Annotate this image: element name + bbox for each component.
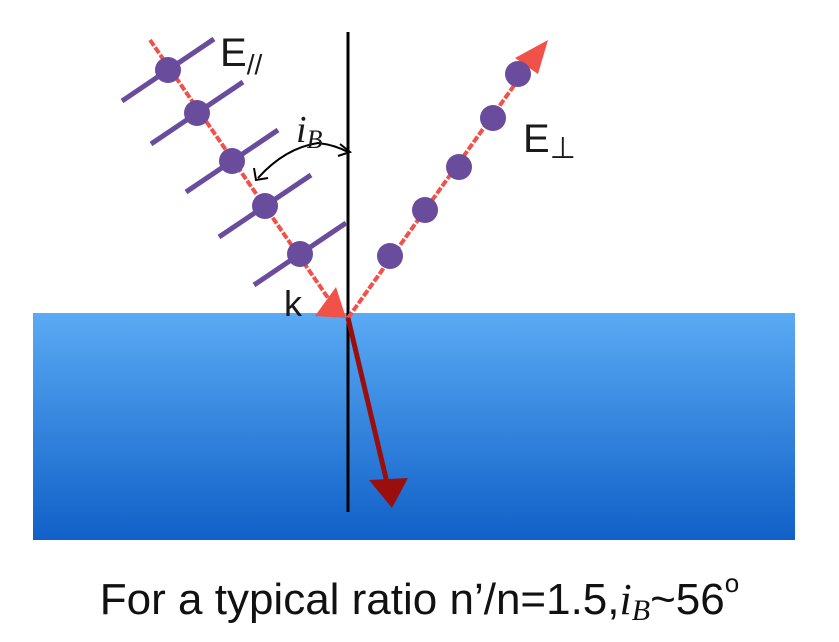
caption-value: ~56 (650, 575, 725, 624)
incident-arrowhead (315, 287, 346, 318)
angle-label: iB (296, 109, 323, 154)
reflected-arrowhead (515, 40, 548, 74)
caption-symbol: i (619, 575, 632, 624)
caption: For a typical ratio n’/n=1.5,iB~56o (0, 568, 839, 628)
reflected-dots (377, 61, 531, 269)
refracted-arrowhead (369, 478, 408, 508)
caption-text: For a typical ratio n’/n=1.5, (99, 575, 620, 624)
e-parallel-label: E// (220, 31, 262, 80)
angle-arc (253, 141, 353, 182)
angle-arc-arrowhead-left (253, 167, 269, 182)
polarization-dot (184, 100, 210, 126)
polarization-dot (252, 193, 278, 219)
polarization-dot (155, 57, 181, 83)
angle-arc-arrowhead-right (337, 143, 353, 157)
wave-vector-label: k (284, 283, 303, 324)
polarization-dot (287, 241, 313, 267)
water-medium (33, 313, 795, 540)
polarization-dot (480, 105, 506, 131)
refracted-ray (345, 317, 408, 508)
reflected-ray (346, 40, 548, 320)
e-perp-label: E⊥ (523, 117, 576, 165)
incident-dots (155, 57, 313, 267)
caption-degree: o (724, 568, 740, 598)
polarization-dot (377, 243, 403, 269)
polarization-dot (219, 148, 245, 174)
polarization-dot (446, 154, 472, 180)
polarization-dot (412, 197, 438, 223)
caption-symbol-sub: B (631, 594, 651, 627)
polarization-dot (505, 61, 531, 87)
incident-ray (148, 38, 346, 318)
